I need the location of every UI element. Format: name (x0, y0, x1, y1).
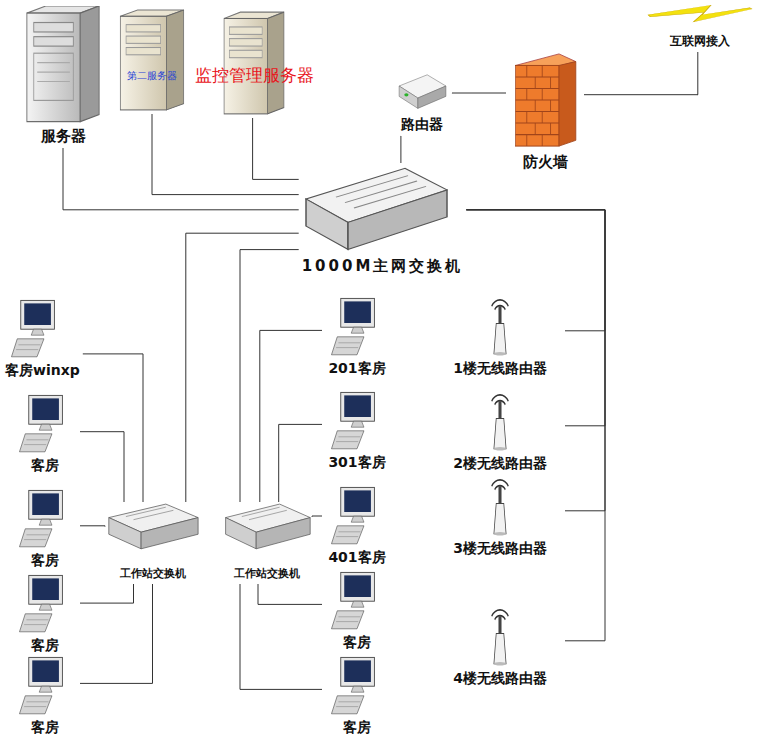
network-device: 客房 (322, 570, 392, 656)
ws-icon (222, 502, 312, 554)
network-device: 互联网接入 (646, 2, 754, 52)
network-cable (452, 93, 506, 94)
network-cable (80, 525, 105, 527)
device-label: 互联网接入 (670, 35, 730, 49)
pc-icon (16, 393, 74, 453)
pc-icon (16, 573, 74, 633)
server-icon (220, 10, 288, 116)
network-device: 防火墙 (506, 52, 584, 174)
network-device: 服务器 (20, 6, 106, 148)
device-label: 客房 (343, 634, 371, 650)
device-label: 客房 (31, 719, 59, 735)
device-label: 客房 (31, 637, 59, 653)
device-label: 客房 (31, 457, 59, 473)
device-label: 4楼无线路由器 (453, 670, 547, 686)
device-label: 工作站交换机 (234, 568, 300, 581)
network-device: 工作站交换机 (222, 502, 312, 584)
pc-icon (328, 390, 386, 450)
network-cable (279, 424, 322, 502)
network-cable (240, 250, 299, 502)
network-cable (253, 118, 299, 179)
antenna-icon (481, 608, 519, 666)
device-label: 401客房 (328, 549, 385, 565)
network-device: 3楼无线路由器 (435, 478, 565, 560)
network-device: 客房 (322, 655, 392, 741)
switch-icon (300, 163, 450, 253)
network-device: 客房winxp (2, 298, 83, 384)
network-device: 1000M主网交换机 (299, 163, 467, 280)
network-device: 第二服务器 (114, 8, 190, 114)
network-device: 401客房 (322, 485, 392, 571)
server-icon (116, 8, 188, 112)
antenna-icon (481, 478, 519, 536)
ws-icon (105, 502, 200, 554)
antenna-icon (481, 393, 519, 451)
network-device: 客房 (10, 488, 80, 574)
device-label: 防火墙 (523, 154, 568, 171)
network-cable (152, 114, 299, 195)
network-device: 2楼无线路由器 (435, 393, 565, 475)
network-cable (400, 136, 401, 163)
firewall-icon (510, 52, 580, 148)
network-cable (260, 330, 322, 502)
device-label: 客房 (31, 552, 59, 568)
network-cable (83, 354, 143, 502)
network-cable (258, 584, 322, 604)
pc-icon (8, 298, 66, 358)
device-label: 客房winxp (5, 362, 80, 378)
bolt-icon (646, 2, 754, 34)
network-cable (240, 584, 322, 689)
device-label: 服务器 (41, 128, 86, 145)
network-device: 路由器 (392, 70, 452, 136)
network-device: 工作站交换机 (105, 502, 200, 584)
network-cable (466, 210, 605, 426)
network-cable (80, 584, 153, 683)
pc-icon (328, 655, 386, 715)
pc-icon (16, 488, 74, 548)
device-label: 1楼无线路由器 (453, 360, 547, 376)
network-cable (186, 233, 299, 502)
network-cable (466, 210, 605, 331)
device-label: 1000M主网交换机 (302, 258, 464, 275)
device-label: 2楼无线路由器 (453, 455, 547, 471)
network-device: 201客房 (322, 296, 392, 382)
device-label: 第二服务器 (127, 70, 177, 82)
device-label: 工作站交换机 (120, 568, 186, 581)
network-cable (80, 584, 134, 603)
network-cable (584, 52, 698, 95)
device-label: 监控管理服务器 (195, 66, 314, 86)
network-device: 客房 (10, 573, 80, 659)
network-device: 4楼无线路由器 (435, 608, 565, 690)
device-label: 3楼无线路由器 (453, 540, 547, 556)
network-cable (312, 516, 322, 518)
network-device: 301客房 (322, 390, 392, 476)
device-label: 客房 (343, 719, 371, 735)
pc-icon (328, 570, 386, 630)
device-label: 301客房 (328, 454, 385, 470)
router-icon (396, 70, 448, 110)
network-device: 1楼无线路由器 (435, 298, 565, 380)
pc-icon (328, 485, 386, 545)
pc-icon (16, 655, 74, 715)
network-device: 客房 (10, 393, 80, 479)
device-label: 201客房 (328, 360, 385, 376)
network-device: 监控管理服务器 (184, 10, 324, 118)
pc-icon (328, 296, 386, 356)
device-label: 路由器 (401, 116, 443, 132)
antenna-icon (481, 298, 519, 356)
tower-icon (20, 6, 106, 124)
network-cable (80, 432, 124, 502)
network-device: 客房 (10, 655, 80, 741)
network-cable (466, 210, 605, 641)
